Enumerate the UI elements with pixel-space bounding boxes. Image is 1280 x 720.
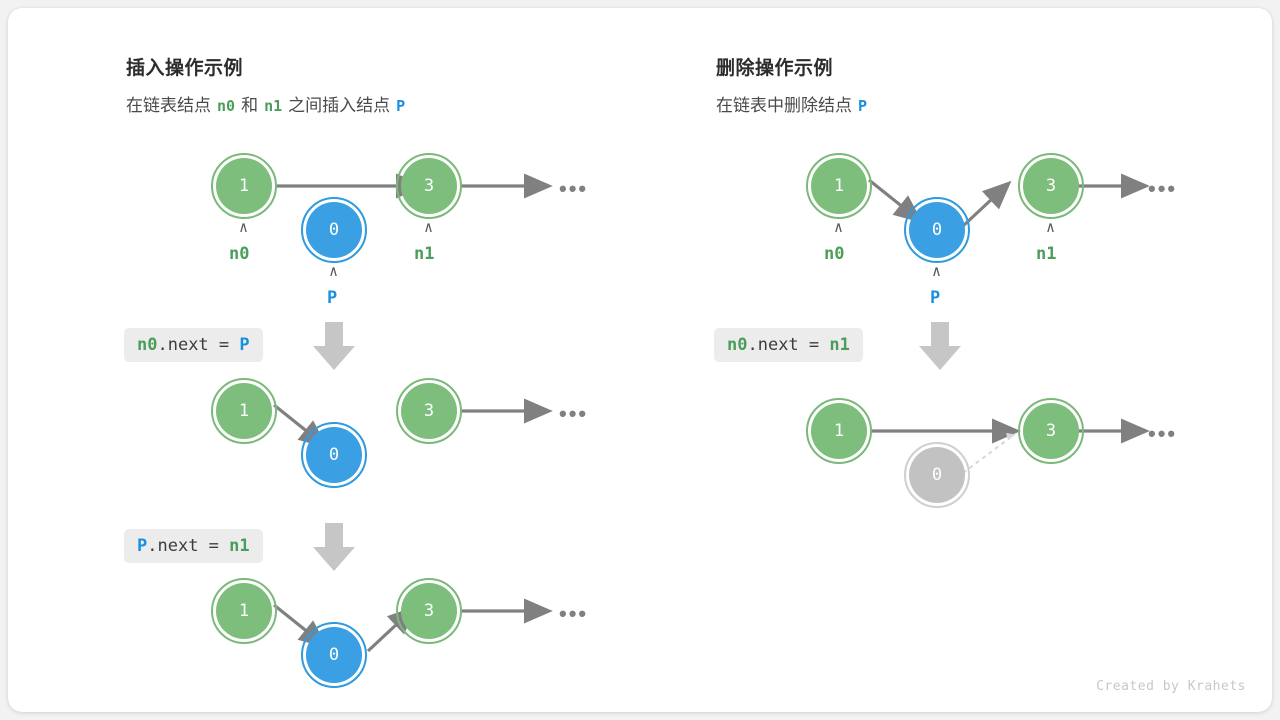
insert-row1-ellipsis: ••• — [559, 176, 589, 201]
insert-row3-node-0: 0 — [301, 622, 367, 688]
insert-row3-node-3: 3 — [396, 578, 462, 644]
delete-panel-subtitle: 在链表中删除结点 P — [716, 91, 867, 116]
insert-step1-code: n0.next = P — [124, 328, 263, 362]
insert-step2-var: P — [137, 536, 148, 556]
delete-row1-label-n1: n1 — [1036, 244, 1057, 264]
delete-row2-ellipsis: ••• — [1148, 421, 1178, 446]
delete-subtitle-token-p: P — [858, 97, 868, 115]
insert-row1-node-0: 0 — [301, 197, 367, 263]
subtitle-text-1: 在链表结点 — [126, 96, 211, 115]
delete-step1-code: n0.next = n1 — [714, 328, 863, 362]
delete-row1-label-p: P — [930, 288, 941, 308]
insert-step2-val: n1 — [229, 536, 250, 556]
insert-step2-code: P.next = n1 — [124, 529, 263, 563]
insert-panel-subtitle: 在链表结点 n0 和 n1 之间插入结点 P — [126, 91, 405, 116]
insert-step1-var: n0 — [137, 335, 158, 355]
delete-step1-mid: .next = — [747, 335, 830, 355]
insert-row1-caret-n0: ∧ — [239, 218, 249, 236]
subtitle-token-n1: n1 — [264, 97, 283, 115]
insert-step2-down-arrow-icon — [313, 523, 355, 571]
insert-row2-node-3: 3 — [396, 378, 462, 444]
delete-row1-caret-n0: ∧ — [834, 218, 844, 236]
insert-step1-down-arrow-icon — [313, 322, 355, 370]
delete-row1-label-n0: n0 — [824, 244, 845, 264]
insert-row1-caret-n1: ∧ — [424, 218, 434, 236]
insert-step2-mid: .next = — [147, 536, 230, 556]
insert-row3-node-1: 1 — [211, 578, 277, 644]
delete-step1-val: n1 — [829, 335, 850, 355]
insert-row2-ellipsis: ••• — [559, 401, 589, 426]
delete-row1-node-0: 0 — [904, 197, 970, 263]
delete-subtitle-text-1: 在链表中删除结点 — [716, 96, 852, 115]
insert-row2-node-0: 0 — [301, 422, 367, 488]
credit-text: Created by Krahets — [1096, 679, 1246, 694]
delete-row1-node-1: 1 — [806, 153, 872, 219]
insert-step1-val: P — [239, 335, 250, 355]
subtitle-text-3: 之间插入结点 — [288, 96, 391, 115]
delete-row2-node-3: 3 — [1018, 398, 1084, 464]
delete-step1-var: n0 — [727, 335, 748, 355]
insert-row1-label-n1: n1 — [414, 244, 435, 264]
insert-row1-label-p: P — [327, 288, 338, 308]
delete-panel: 删除操作示例 在链表中删除结点 P 1 0 3 ••• ∧ n0 ∧ n1 ∧ P… — [638, 8, 1272, 712]
insert-row2-node-1: 1 — [211, 378, 277, 444]
delete-row1-node-3: 3 — [1018, 153, 1084, 219]
insert-panel-title: 插入操作示例 — [126, 58, 244, 79]
insert-row1-node-3: 3 — [396, 153, 462, 219]
delete-row1-ellipsis: ••• — [1148, 176, 1178, 201]
subtitle-text-2: 和 — [241, 96, 259, 115]
insert-row1-caret-p: ∧ — [329, 262, 339, 280]
insert-step1-mid: .next = — [157, 335, 240, 355]
delete-row2-node-0-removed: 0 — [904, 442, 970, 508]
insert-row3-ellipsis: ••• — [559, 601, 589, 626]
delete-row2-node-1: 1 — [806, 398, 872, 464]
delete-panel-title: 删除操作示例 — [716, 58, 834, 79]
insert-row1-label-n0: n0 — [229, 244, 250, 264]
subtitle-token-n0: n0 — [217, 97, 236, 115]
delete-row1-caret-p: ∧ — [932, 262, 942, 280]
delete-step1-down-arrow-icon — [919, 322, 961, 370]
subtitle-token-p: P — [396, 97, 406, 115]
delete-row1-caret-n1: ∧ — [1046, 218, 1056, 236]
insert-row1-edges — [275, 173, 553, 199]
insert-row1-node-1: 1 — [211, 153, 277, 219]
